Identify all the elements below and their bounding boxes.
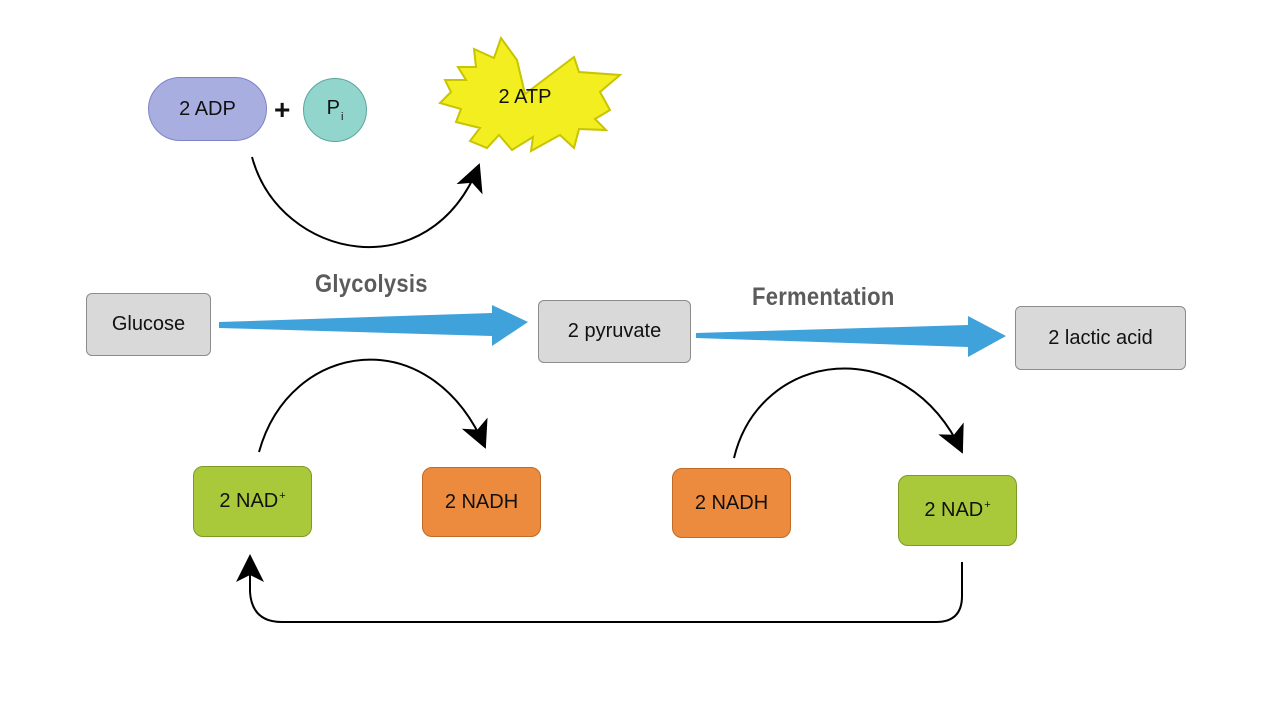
nad-label-fermentation: 2 NAD+: [924, 499, 991, 521]
nad-to-nadh-arrow-glycolysis: [258, 358, 488, 453]
lactic-acid-box: 2 lactic acid: [1015, 306, 1186, 370]
pi-label: Pi: [326, 97, 344, 123]
nadh-box-glycolysis: 2 NADH: [422, 467, 541, 537]
nad-box-glycolysis: 2 NAD+: [193, 466, 312, 537]
glycolysis-label: Glycolysis: [315, 270, 428, 298]
fermentation-arrow: [696, 316, 1006, 357]
lactic-acid-label: 2 lactic acid: [1048, 326, 1153, 349]
nad-regeneration-arrow: [236, 554, 963, 623]
plus-sign: +: [274, 94, 291, 125]
glucose-label: Glucose: [111, 313, 186, 335]
nadh-to-nad-arrow-fermentation: [733, 367, 964, 459]
nad-label-glycolysis: 2 NAD+: [219, 490, 286, 512]
pyruvate-label: 2 pyruvate: [567, 320, 662, 342]
pyruvate-box: 2 pyruvate: [538, 300, 691, 363]
adp-label: 2 ADP: [179, 97, 236, 120]
nadh-label-glycolysis: 2 NADH: [444, 490, 519, 513]
adp-to-atp-arrow: [251, 156, 483, 249]
pi-circle: Pi: [303, 78, 367, 142]
glycolysis-arrow: [219, 305, 528, 346]
fermentation-label: Fermentation: [752, 283, 895, 311]
adp-box: 2 ADP: [148, 77, 267, 141]
glucose-box: Glucose: [86, 293, 211, 356]
nadh-label-fermentation: 2 NADH: [694, 491, 769, 514]
nadh-box-fermentation: 2 NADH: [672, 468, 791, 538]
nad-box-fermentation: 2 NAD+: [898, 475, 1017, 546]
atp-starburst: [438, 35, 623, 153]
atp-label: 2 ATP: [498, 85, 552, 108]
